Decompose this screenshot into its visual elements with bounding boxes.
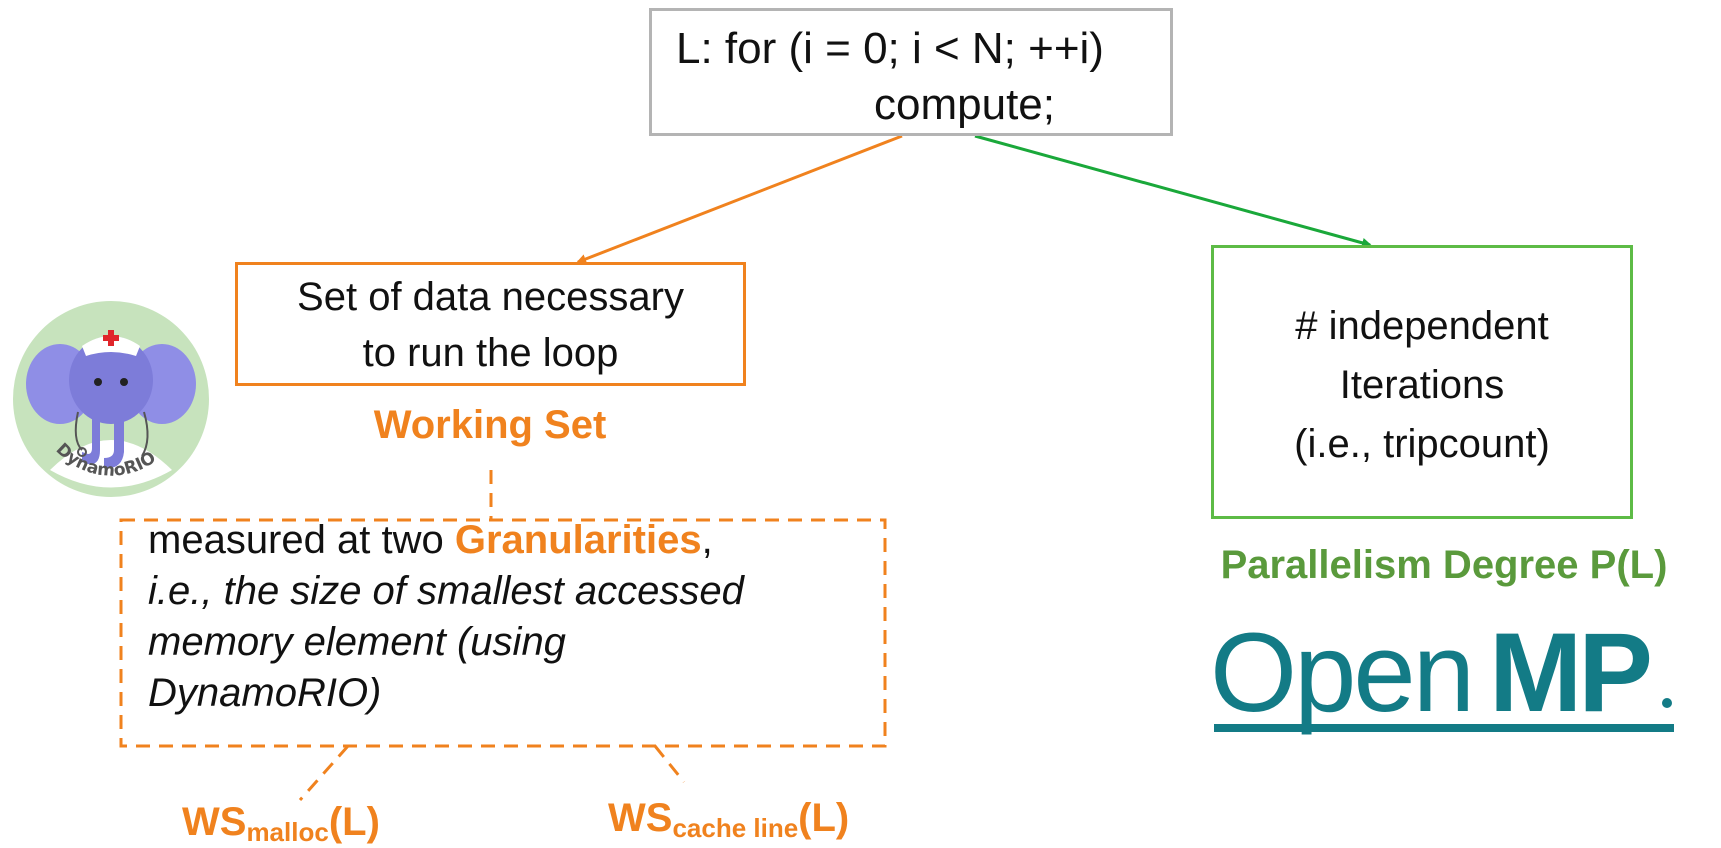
ws-cache-subscript: cache line — [672, 813, 799, 843]
granularity-dashed-box — [119, 518, 887, 748]
loop-body-text: compute; — [874, 80, 1055, 129]
openmp-logo-mp: MP — [1489, 610, 1653, 735]
ws-cache-line-label: WScache line(L) — [608, 796, 849, 844]
openmp-logo-open: Open — [1210, 610, 1475, 735]
granularity-lead-text: measured at two — [148, 518, 455, 562]
granularity-line-2: i.e., the size of smallest accessed — [148, 569, 744, 613]
arrow-to-working-set — [576, 134, 903, 264]
dynamorio-logo: DynamoRIO — [13, 301, 209, 497]
working-set-box: Set of data necessary to run the loop — [235, 262, 746, 386]
granularity-to-ws-malloc-connector — [298, 745, 350, 801]
working-set-title: Working Set — [373, 403, 607, 447]
granularity-to-ws-cache-connector — [653, 745, 686, 783]
granularities-keyword: Granularities — [454, 518, 702, 562]
ws-malloc-base: WS — [182, 800, 247, 844]
granularity-comma: , — [701, 518, 713, 562]
ws-malloc-subscript: malloc — [246, 817, 329, 847]
arrow-to-parallelism — [974, 134, 1372, 248]
loop-code-box: L: for (i = 0; i < N; ++i) compute; — [649, 8, 1173, 136]
granularity-line-1: measured at two Granularities, — [148, 515, 888, 566]
parallelism-box-line-3: (i.e., tripcount) — [1294, 422, 1550, 466]
parallelism-degree-title: Parallelism Degree P(L) — [1220, 543, 1668, 587]
openmp-registered-mark — [1662, 698, 1672, 708]
granularity-line-4: DynamoRIO) — [148, 671, 382, 715]
ws-malloc-tail: (L) — [328, 800, 380, 844]
openmp-logo: Open MP — [1210, 610, 1676, 738]
openmp-logo-underline — [1214, 724, 1674, 732]
ws-cache-base: WS — [608, 796, 673, 840]
working-set-box-line-1: Set of data necessary — [297, 275, 684, 319]
parallelism-box: # independent Iterations (i.e., tripcoun… — [1211, 245, 1633, 519]
parallelism-box-line-1: # independent — [1295, 304, 1549, 348]
granularity-description: measured at two Granularities, i.e., the… — [148, 515, 888, 719]
granularity-line-3: memory element (using — [148, 620, 566, 664]
ws-cache-tail: (L) — [798, 796, 850, 840]
ws-malloc-label: WSmalloc(L) — [182, 800, 380, 848]
parallelism-box-line-2: Iterations — [1339, 363, 1505, 407]
loop-header-text: L: for (i = 0; i < N; ++i) — [676, 24, 1104, 73]
working-set-box-line-2: to run the loop — [362, 331, 619, 375]
